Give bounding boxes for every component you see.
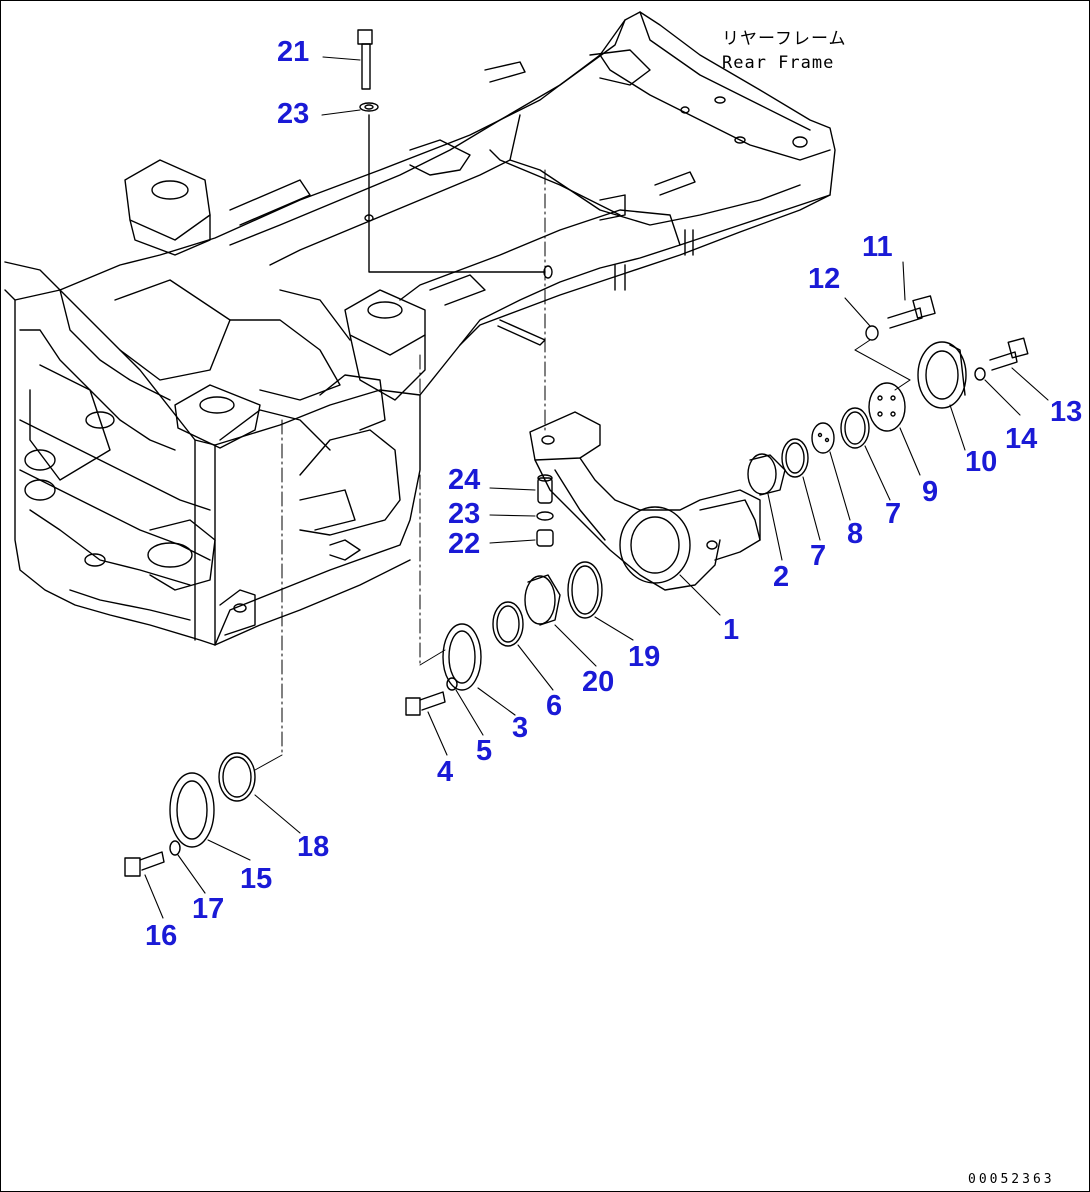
lower-parts xyxy=(125,475,602,876)
rear-frame xyxy=(5,12,835,645)
callout-20: 20 xyxy=(582,666,615,698)
callout-7-upper: 7 xyxy=(885,498,902,530)
leader-lines xyxy=(145,57,1048,918)
callout-14: 14 xyxy=(1005,423,1038,455)
callout-12: 12 xyxy=(808,263,841,295)
callout-16: 16 xyxy=(145,920,178,952)
callout-8: 8 xyxy=(847,518,864,550)
callout-24: 24 xyxy=(448,464,481,496)
caption-en: Rear Frame xyxy=(722,53,835,73)
axle-support xyxy=(530,412,760,590)
caption-jp: リヤーフレーム xyxy=(722,29,847,49)
callout-21: 21 xyxy=(277,36,310,68)
callout-4: 4 xyxy=(437,756,454,788)
callout-18: 18 xyxy=(297,831,330,863)
callout-11: 11 xyxy=(862,231,893,263)
callout-5: 5 xyxy=(476,735,493,767)
guide-lines xyxy=(255,170,910,770)
bolt-21 xyxy=(358,30,545,272)
callout-17: 17 xyxy=(192,893,225,925)
callout-22: 22 xyxy=(448,528,481,560)
callout-2: 2 xyxy=(773,561,790,593)
callout-15: 15 xyxy=(240,863,273,895)
callout-9: 9 xyxy=(922,476,939,508)
callout-23-mid: 23 xyxy=(448,498,481,530)
callout-10: 10 xyxy=(965,446,998,478)
callout-13: 13 xyxy=(1050,396,1083,428)
callout-3: 3 xyxy=(512,712,529,744)
callout-23-top: 23 xyxy=(277,98,310,130)
callout-7-lower: 7 xyxy=(810,540,827,572)
callout-1: 1 xyxy=(723,614,740,646)
callout-19: 19 xyxy=(628,641,661,673)
document-number: 00052363 xyxy=(968,1172,1055,1187)
callout-6: 6 xyxy=(546,690,563,722)
right-side-parts xyxy=(748,296,1028,495)
